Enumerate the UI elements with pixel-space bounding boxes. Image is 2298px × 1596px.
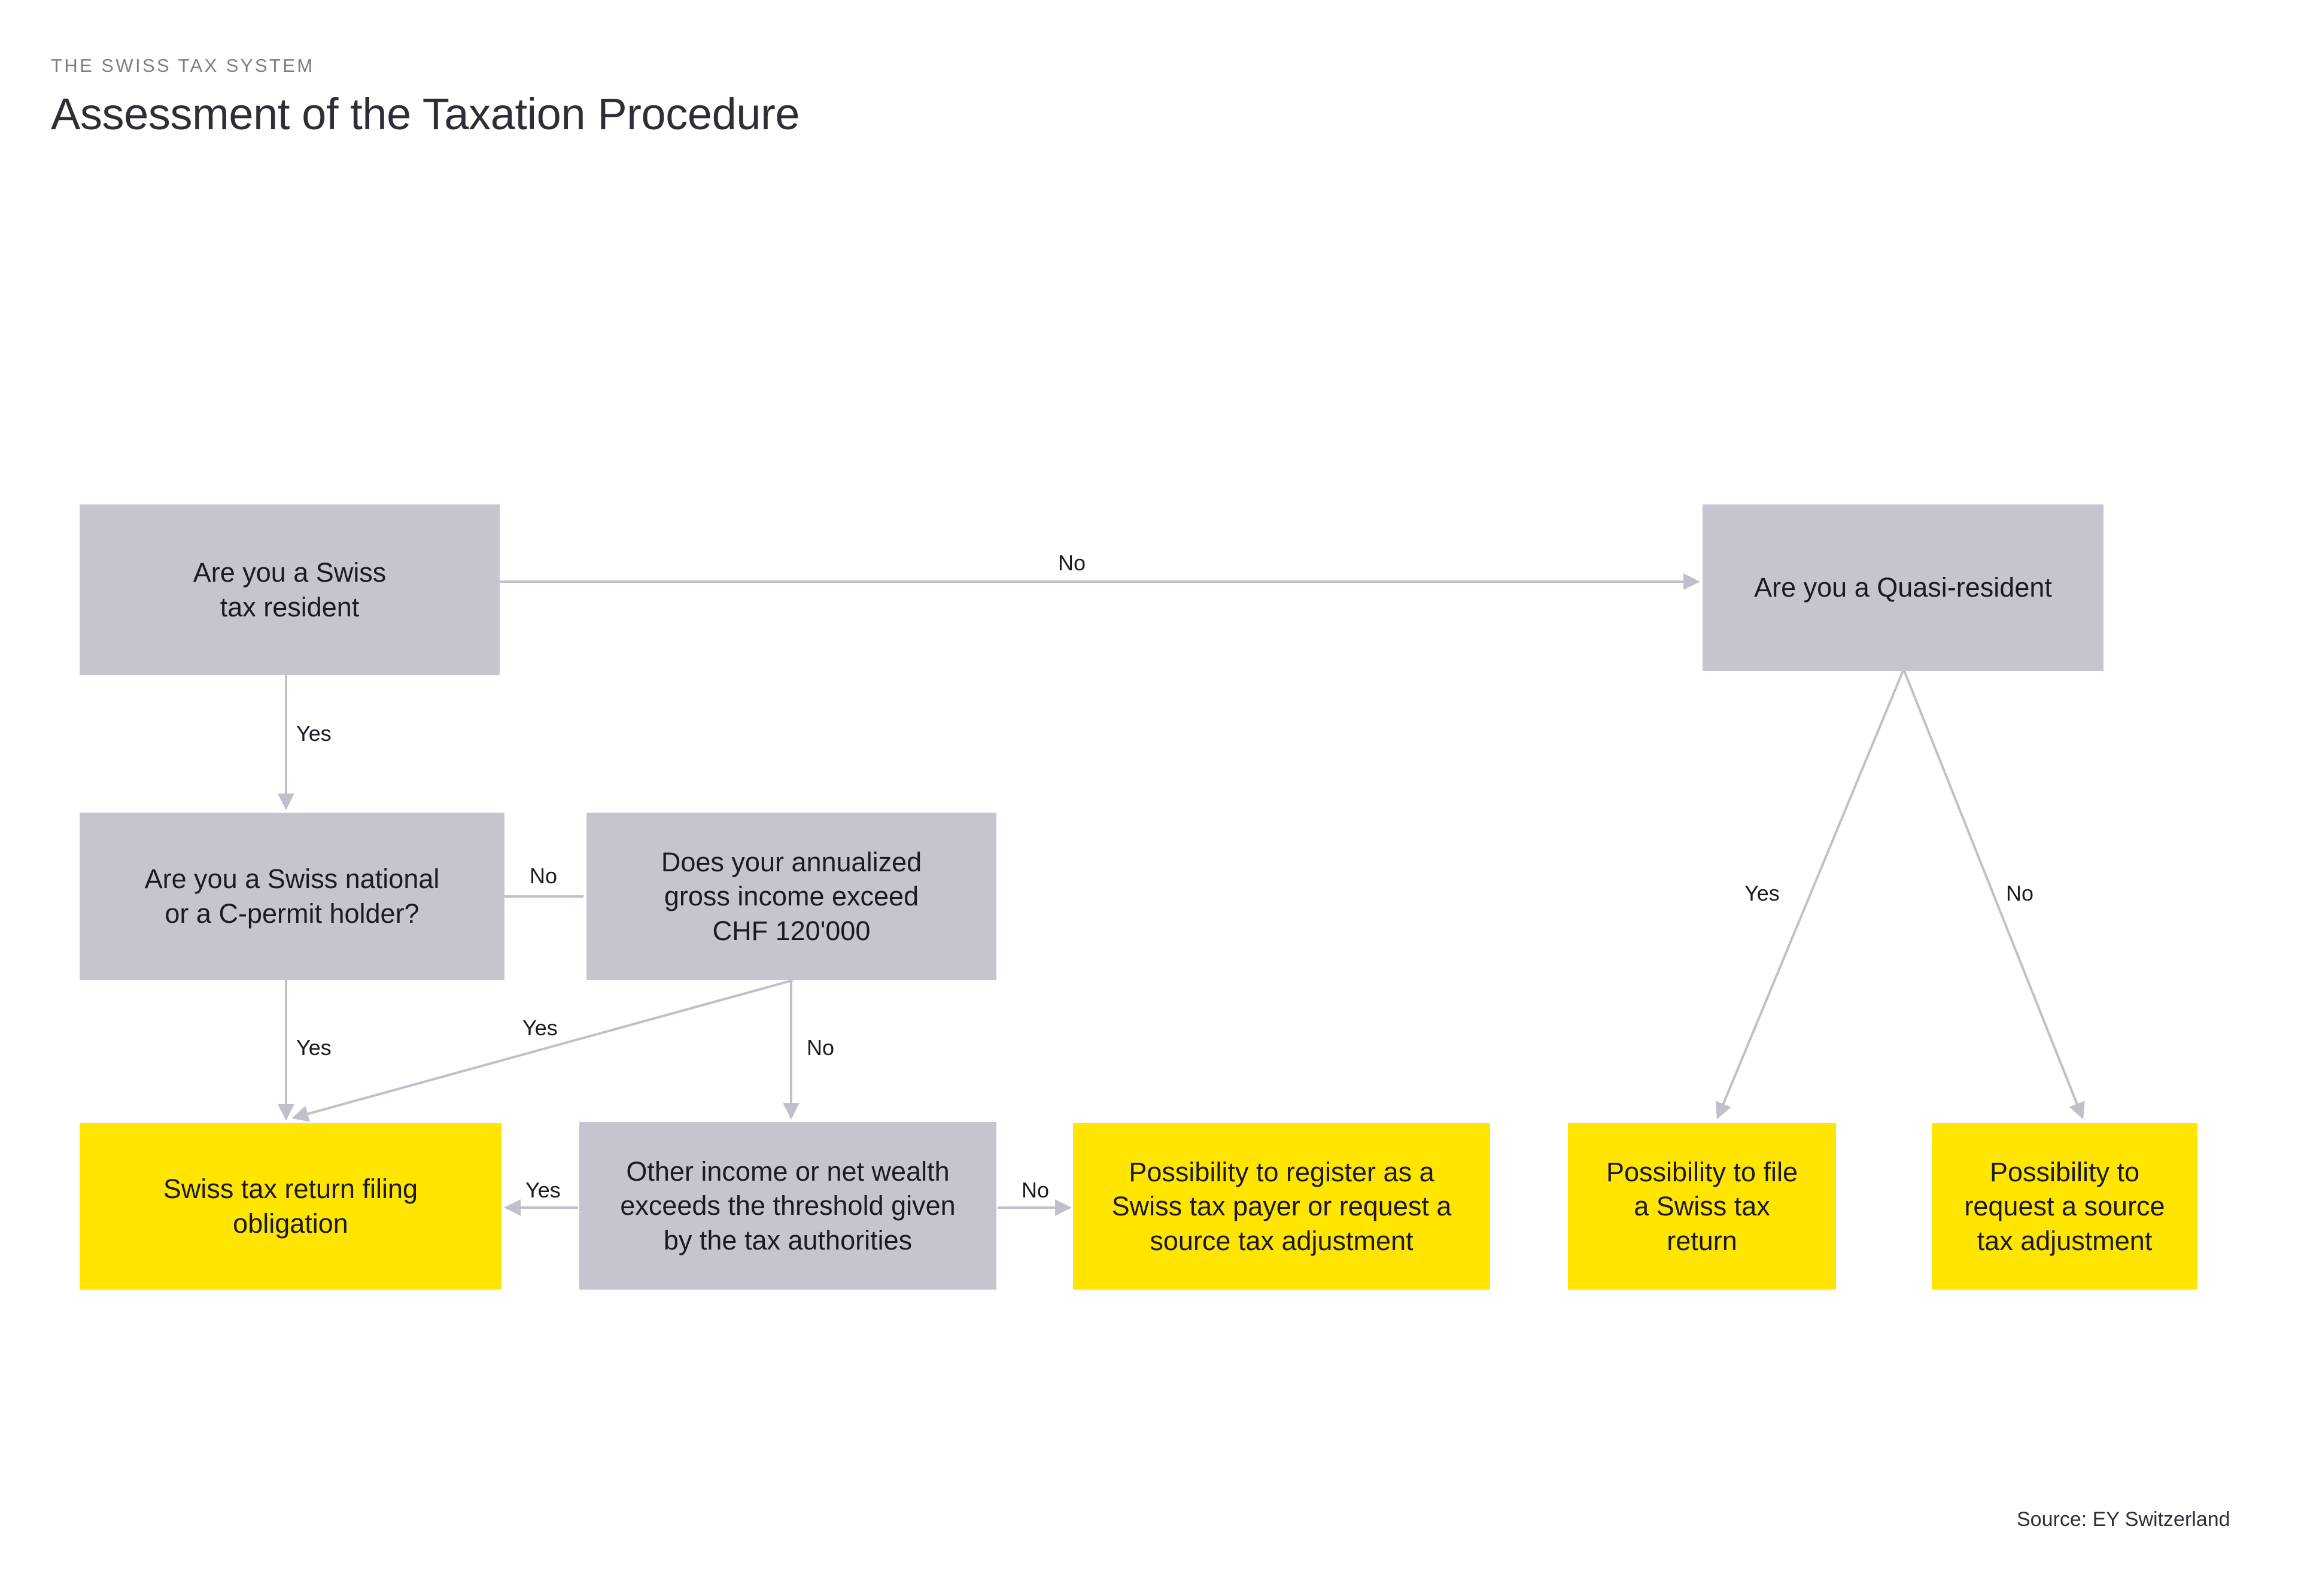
edge-income-to-filing [291,979,794,1122]
page-title: Assessment of the Taxation Procedure [51,89,800,139]
node-quasi-resident[interactable]: Are you a Quasi-resident [1703,504,2104,671]
edge-label-other-yes: Yes [525,1178,561,1202]
edge-label-resident-yes: Yes [296,721,332,746]
edge-label-income-yes: Yes [522,1016,558,1040]
edge-label-quasi-yes: Yes [1744,881,1780,905]
edge-label-other-no: No [1022,1178,1050,1202]
edge-quasi-to-request [1903,670,2085,1120]
source-attribution: Source: EY Switzerland [2017,1508,2230,1531]
node-label: Are you a Quasi-resident [1754,572,2052,603]
edge-label-national-yes: Yes [296,1035,332,1060]
eyebrow-label: THE SWISS TAX SYSTEM [51,55,315,76]
edge-label-resident-no: No [1058,551,1086,575]
edge-label-national-no: No [530,864,558,888]
edge-label-quasi-no: No [2006,881,2034,905]
edge-label-income-no: No [807,1035,835,1060]
